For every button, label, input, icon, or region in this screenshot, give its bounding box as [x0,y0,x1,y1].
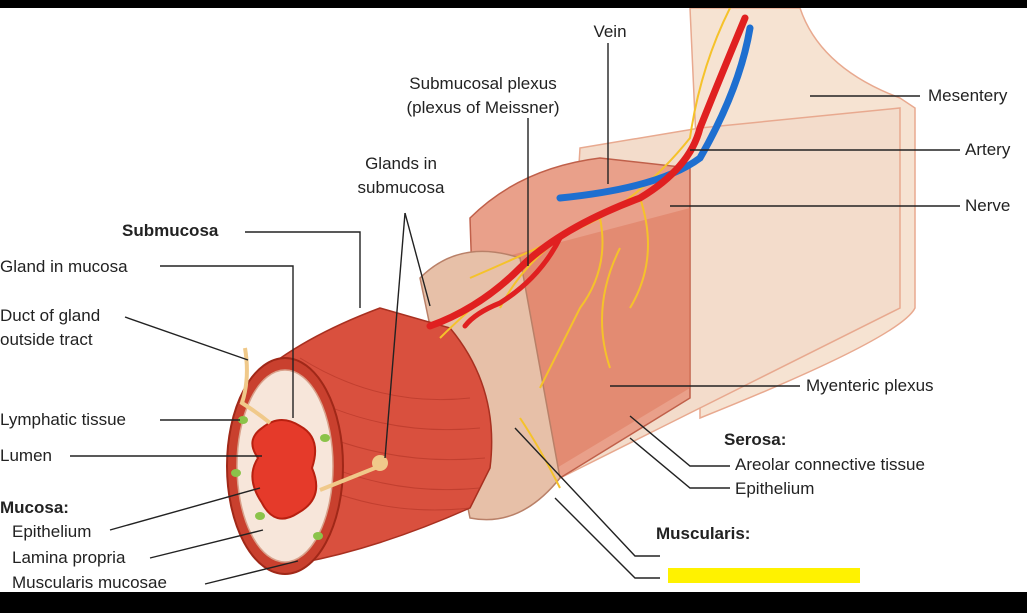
vein-vessel [556,24,754,202]
diagram-illustration [70,8,960,585]
label-epithelium-mucosa: Epithelium [12,522,92,541]
label-vein: Vein [593,22,627,41]
label-duct-1: Duct of gland [0,306,101,325]
label-lumen: Lumen [0,446,52,465]
label-submucosal-plexus-1: Submucosal plexus [409,74,557,93]
lymphatic-nodule [238,416,248,424]
label-submucosa: Submucosa [122,221,219,240]
label-duct-2: outside tract [0,330,93,349]
label-gland-in-mucosa: Gland in mucosa [0,257,128,276]
duct-of-gland [239,347,272,425]
label-lamina-propria: Lamina propria [12,548,126,567]
digestive-tract-wall-diagram: Vein Submucosal plexus (plexus of Meissn… [0,8,1027,592]
label-myenteric-plexus: Myenteric plexus [806,376,934,395]
label-epithelium-serosa: Epithelium [735,479,815,498]
label-nerve: Nerve [965,196,1011,215]
lumen-shape [251,419,318,520]
leader-lines [70,43,960,585]
label-artery: Artery [965,140,1011,159]
label-muscularis-mucosae: Muscularis mucosae [12,573,167,592]
label-serosa-heading: Serosa: [724,430,787,449]
redaction-highlight [668,568,860,583]
label-mesentery: Mesentery [928,86,1008,105]
label-areolar: Areolar connective tissue [735,455,925,474]
label-muscularis-heading: Muscularis: [656,524,751,543]
label-submucosal-plexus-2: (plexus of Meissner) [406,98,560,117]
label-glands-submucosa-1: Glands in [365,154,437,173]
label-lymphatic-tissue: Lymphatic tissue [0,410,126,429]
artery-vessel [426,14,749,330]
label-mucosa-heading: Mucosa: [0,498,69,517]
label-glands-submucosa-2: submucosa [357,178,445,197]
